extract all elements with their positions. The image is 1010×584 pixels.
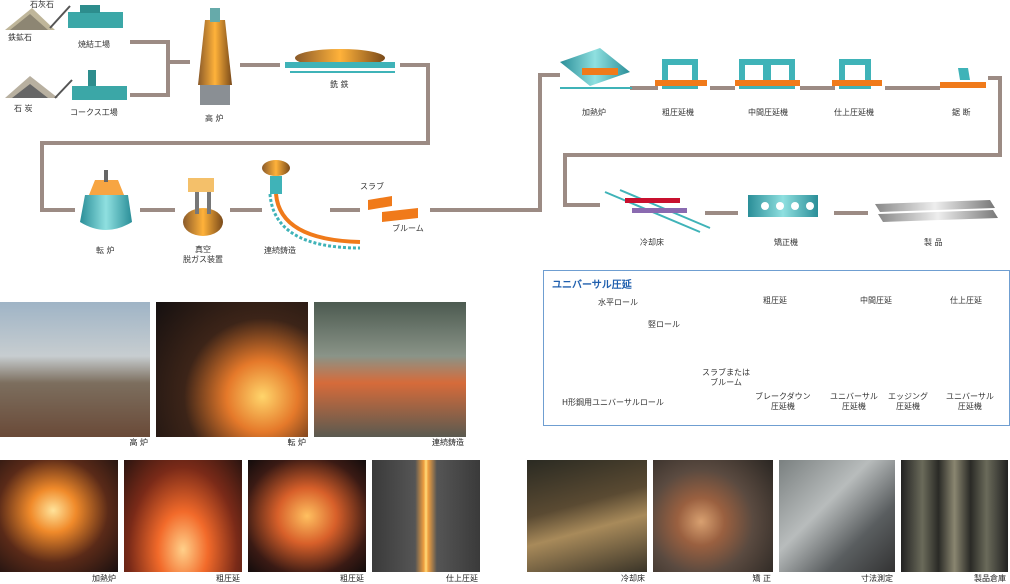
- label-h-beam-roll: H形鋼用ユニバーサルロール: [562, 398, 664, 407]
- universal-rolling-title: ユニバーサル圧延: [552, 280, 632, 291]
- label-cooling-bed: 冷却床: [640, 238, 664, 247]
- caption-blast-furnace: 高 炉: [129, 438, 148, 447]
- label-bloom: ブルーム: [392, 224, 424, 233]
- label-universal-mill-b: ユニバーサル 圧延機: [946, 392, 994, 411]
- slab-icon: [368, 196, 392, 210]
- label-converter: 転 炉: [96, 246, 115, 255]
- caption-roughing-1: 粗圧延: [216, 574, 240, 583]
- label-sinter-plant: 焼結工場: [78, 40, 110, 49]
- ore-pile-icon: [5, 8, 55, 30]
- label-slab-or-bloom: スラブまたは ブルーム: [702, 368, 750, 387]
- saw-cutting-icon: [940, 68, 986, 88]
- caption-continuous-casting: 連続鋳造: [432, 438, 464, 447]
- label-iron-ore: 鉄鉱石: [8, 33, 32, 42]
- product-icon: [875, 200, 998, 222]
- label-roughing-mill: 粗圧延機: [662, 108, 694, 117]
- flow-lines: [40, 40, 1002, 215]
- caption-finishing: 仕上圧延: [446, 574, 478, 583]
- label-saw-cutting: 鋸 断: [952, 108, 971, 117]
- caption-reheating: 加熱炉: [92, 574, 116, 583]
- cooling-bed-icon: [604, 189, 711, 233]
- caption-roughing-2: 粗圧延: [340, 574, 364, 583]
- label-limestone: 石灰石: [30, 0, 54, 9]
- label-universal-mill-a: ユニバーサル 圧延機: [830, 392, 878, 411]
- label-coal: 石 炭: [14, 104, 33, 113]
- label-vertical-roll: 竪ロール: [648, 320, 680, 329]
- label-vacuum-degassing: 真空 脱ガス装置: [183, 245, 223, 264]
- col-mid: 中間圧延: [860, 296, 892, 305]
- vacuum-degassing-icon: [183, 178, 223, 236]
- photo-straightening: [653, 460, 773, 572]
- label-coke-plant: コークス工場: [70, 108, 118, 117]
- bloom-icon: [382, 208, 418, 222]
- label-horizontal-roll: 水平ロール: [598, 298, 638, 307]
- coal-pile-icon: [5, 76, 58, 98]
- reheating-furnace-icon: [560, 48, 632, 89]
- label-straightener: 矯正機: [774, 238, 798, 247]
- caption-straightening: 矯 正: [752, 574, 771, 583]
- photo-product-warehouse: [901, 460, 1008, 572]
- label-intermediate-mill: 中間圧延機: [748, 108, 788, 117]
- caption-dimension-measurement: 寸法測定: [861, 574, 893, 583]
- converter-icon: [80, 170, 132, 230]
- label-finishing-mill: 仕上圧延機: [834, 108, 874, 117]
- sinter-plant-icon: [49, 5, 123, 29]
- photo-roughing-1: [124, 460, 242, 572]
- caption-product-warehouse: 製品倉庫: [974, 574, 1006, 583]
- photo-blast-furnace: [0, 302, 150, 437]
- photo-reheating-furnace: [0, 460, 118, 572]
- coke-plant-icon: [54, 70, 127, 100]
- universal-rolling-panel: [543, 270, 1010, 426]
- caption-converter: 転 炉: [287, 438, 306, 447]
- label-pig-iron: 銑 鉄: [330, 80, 349, 89]
- label-breakdown-mill: ブレークダウン 圧延機: [755, 392, 811, 411]
- photo-continuous-casting: [314, 302, 466, 437]
- blast-furnace-icon: [198, 8, 232, 105]
- label-slab: スラブ: [360, 182, 384, 191]
- label-blast-furnace: 高 炉: [205, 114, 224, 123]
- straightener-icon: [748, 195, 818, 217]
- label-edging-mill: エッジング 圧延機: [888, 392, 928, 411]
- finishing-mill-icon: [832, 59, 882, 89]
- photo-finishing: [372, 460, 480, 572]
- photo-cooling-bed: [527, 460, 647, 572]
- pig-iron-icon: [285, 49, 395, 73]
- label-reheating-furnace: 加熱炉: [582, 108, 606, 117]
- caption-cooling-bed: 冷却床: [621, 574, 645, 583]
- col-finish: 仕上圧延: [950, 296, 982, 305]
- photo-roughing-2: [248, 460, 366, 572]
- col-rough: 粗圧延: [763, 296, 787, 305]
- label-product: 製 品: [924, 238, 943, 247]
- continuous-casting-icon: [262, 160, 361, 250]
- intermediate-mill-icon: [735, 59, 800, 89]
- photo-dimension-measurement: [779, 460, 895, 572]
- photo-converter: [156, 302, 308, 437]
- roughing-mill-icon: [655, 59, 707, 89]
- label-continuous-casting: 連続鋳造: [264, 246, 296, 255]
